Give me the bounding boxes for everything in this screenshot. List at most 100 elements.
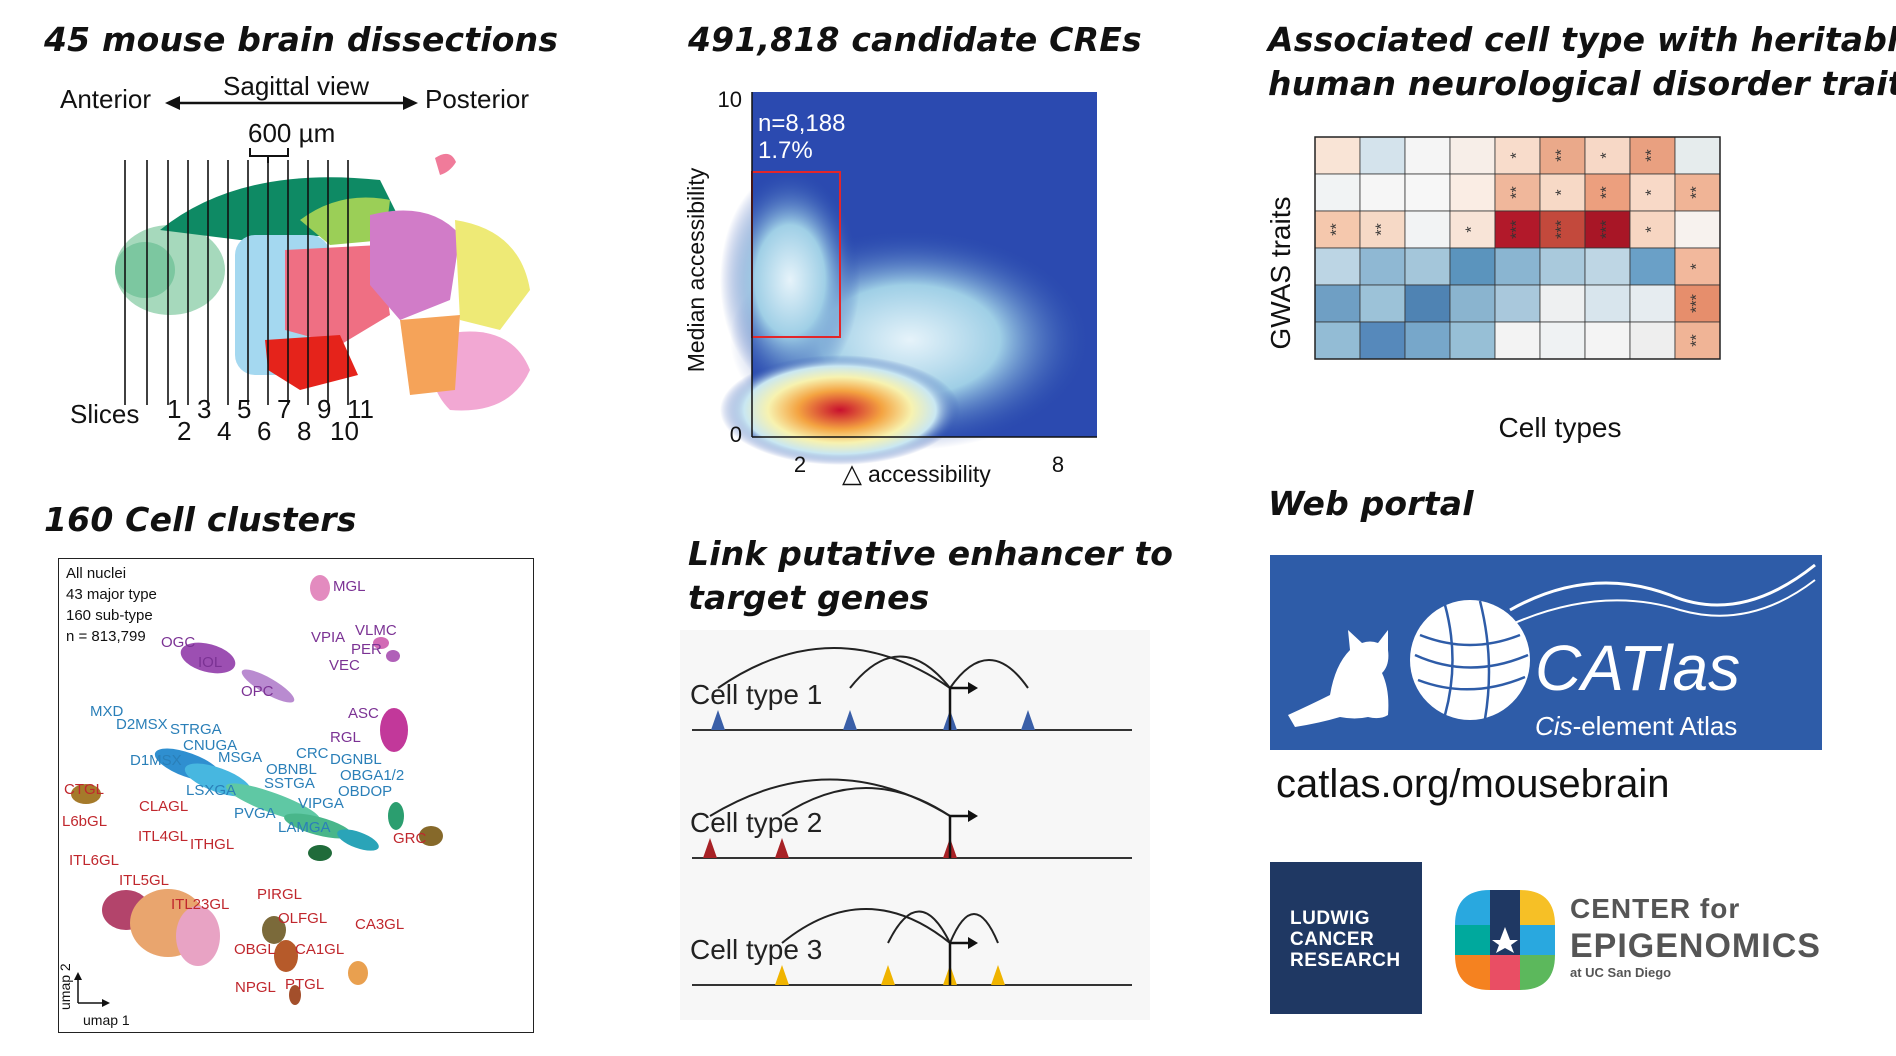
gwas-cell [1359, 136, 1406, 175]
cluster-label: MXD [90, 703, 124, 720]
cre-pct-annotation: 1.7% [758, 137, 813, 164]
cluster-label: OBGL [234, 941, 276, 958]
cluster-label: ITL23GL [171, 896, 229, 913]
cluster-label: CTGL [64, 781, 104, 798]
dna-helix-icon [1509, 563, 1816, 612]
gwas-significance-stars: * [1509, 152, 1526, 158]
cre-n-annotation: n=8,188 [758, 110, 845, 137]
cluster-label: CRC [296, 745, 329, 762]
gwas-cell [1449, 284, 1496, 323]
accessibility-peak [775, 965, 789, 985]
cre-ylabel: Median accessibility [683, 167, 709, 372]
gwas-title-line1: Associated cell type with heritable [1268, 20, 1896, 59]
accessibility-peak [881, 965, 895, 985]
gwas-cell [1404, 321, 1451, 360]
cluster-label: VEC [329, 657, 360, 674]
enhancer-diagram: Cell type 1 Cell type 2 Cell type 3 [680, 630, 1150, 1020]
accessibility-peak [711, 710, 725, 730]
umap-legend-3: 160 sub-type [66, 607, 153, 624]
gwas-cell [1404, 210, 1451, 249]
gwas-significance-stars: ** [1374, 223, 1391, 235]
gwas-significance-stars: ** [1509, 186, 1526, 198]
gwas-cell [1449, 321, 1496, 360]
tss-arrow-icon [968, 810, 978, 822]
slice-7: 7 [277, 394, 291, 424]
gwas-significance-stars: *** [1689, 294, 1706, 313]
slice-9: 9 [317, 394, 331, 424]
cluster-label: VIPGA [298, 795, 344, 812]
gwas-significance-stars: *** [1554, 220, 1571, 239]
gwas-cell [1314, 321, 1361, 360]
ludwig-line1: LUDWIG [1290, 908, 1371, 929]
slices-label: Slices [70, 399, 139, 429]
accessibility-peak [843, 710, 857, 730]
umap-legend-2: 43 major type [66, 586, 157, 603]
gwas-cell [1449, 136, 1496, 175]
gwas-significance-stars: ** [1689, 334, 1706, 346]
portal-title: Web portal [1268, 484, 1474, 523]
svg-text:Cis-element Atlas: Cis-element Atlas [1535, 711, 1737, 741]
spacing-label: 600 µm [248, 118, 335, 148]
cluster-label: CNUGA [183, 737, 237, 754]
gwas-significance-stars: * [1644, 189, 1661, 195]
accessibility-peak [775, 838, 789, 858]
sagittal-brain-diagram: Anterior Posterior Sagittal view 600 µm … [60, 71, 530, 446]
umap-ylabel: umap 2 [58, 963, 73, 1010]
cat-icon [1288, 630, 1389, 727]
gwas-cell [1404, 284, 1451, 323]
cluster-label: STRGA [170, 721, 222, 738]
cluster-blobs [71, 575, 443, 1005]
slice-10: 10 [330, 416, 359, 446]
gwas-cell [1584, 173, 1631, 212]
gwas-cell [1674, 136, 1721, 175]
anterior-label: Anterior [60, 84, 151, 114]
gwas-significance-stars: * [1644, 226, 1661, 232]
gwas-cell [1629, 247, 1676, 286]
gwas-cell [1494, 247, 1541, 286]
xtick-8: 8 [1052, 452, 1064, 477]
umap-frame [58, 558, 534, 1033]
gwas-significance-stars: *** [1509, 220, 1526, 239]
cluster-label: OLFGL [278, 910, 327, 927]
gwas-significance-stars: *** [1599, 220, 1616, 239]
gwas-xlabel: Cell types [1499, 412, 1622, 443]
umap-legend-4: n = 813,799 [66, 628, 146, 645]
gwas-cell [1404, 173, 1451, 212]
tss-arrow-icon [968, 937, 978, 949]
cluster-label: MGL [333, 578, 366, 595]
cluster-label: LAMGA [278, 819, 331, 836]
gwas-cell [1584, 321, 1631, 360]
slice-2: 2 [177, 416, 191, 446]
enhancer-title-line2: target genes [688, 578, 930, 617]
cluster-label: OPC [241, 683, 274, 700]
cluster-label: ASC [348, 705, 379, 722]
gwas-cell [1359, 210, 1406, 249]
gwas-cell [1629, 173, 1676, 212]
catlas-sub-italic: Cis [1535, 711, 1573, 741]
slice-1: 1 [167, 394, 181, 424]
gwas-significance-stars: ** [1644, 149, 1661, 161]
gwas-cell [1629, 321, 1676, 360]
cell-type-label: Cell type 3 [690, 934, 822, 965]
slice-3: 3 [197, 394, 211, 424]
accessibility-peak [703, 838, 717, 858]
portal-url-link[interactable]: catlas.org/mousebrain [1276, 762, 1670, 806]
gwas-cell [1494, 210, 1541, 249]
ytick-10: 10 [718, 87, 742, 112]
gwas-cell [1359, 247, 1406, 286]
cfe-logo-mark [1455, 890, 1555, 990]
umap-xlabel: umap 1 [83, 1012, 130, 1028]
cluster-label: VPIA [311, 629, 345, 646]
catlas-sub-rest: -element Atlas [1573, 711, 1738, 741]
gwas-significance-stars: * [1599, 152, 1616, 158]
cfe-line3: at UC San Diego [1570, 965, 1672, 980]
yarn-ball-icon [1410, 600, 1530, 720]
catlas-banner[interactable]: CATlas Cis-element Atlas [1270, 555, 1822, 750]
cluster-label: PIRGL [257, 886, 302, 903]
enhancer-title-line1: Link putative enhancer to [688, 534, 1174, 573]
gwas-cell [1449, 173, 1496, 212]
gwas-cell [1314, 173, 1361, 212]
cell-type-label: Cell type 2 [690, 807, 822, 838]
cell-type-row: Cell type 1 [690, 647, 1132, 731]
cluster-label: MSGA [218, 749, 262, 766]
